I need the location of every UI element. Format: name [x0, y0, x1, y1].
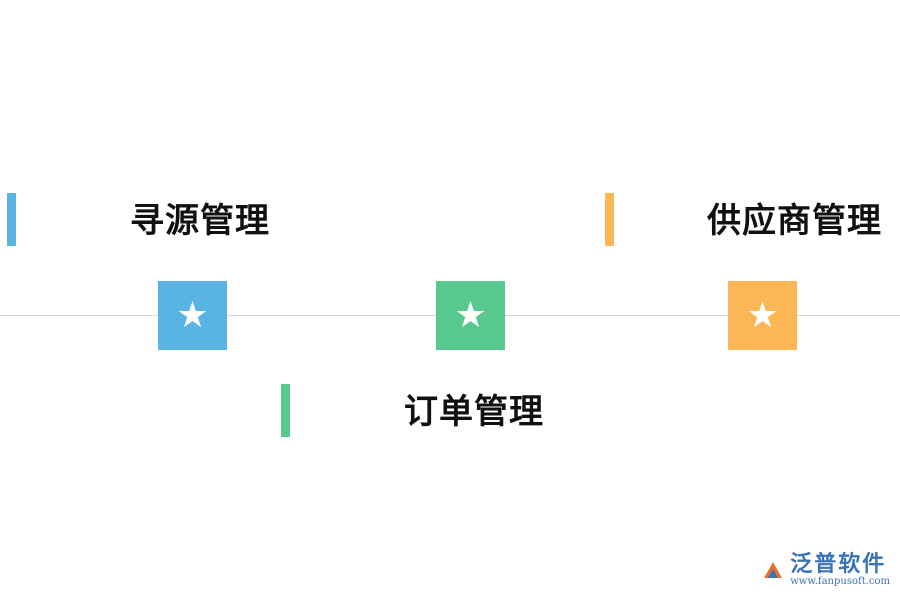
label-sourcing: 寻源管理 — [130, 201, 270, 241]
watermark-name: 泛普软件 — [790, 552, 887, 577]
accent-bar-supplier — [605, 193, 614, 246]
watermark: 泛普软件 www.fanpusoft.com — [760, 554, 890, 588]
accent-bar-sourcing — [7, 193, 16, 246]
star-icon: ★ — [454, 294, 487, 336]
star-box-order: ★ — [436, 281, 505, 350]
watermark-url: www.fanpusoft.com — [790, 576, 890, 587]
fanpu-logo-icon — [764, 562, 783, 578]
star-box-supplier: ★ — [728, 281, 797, 350]
star-icon: ★ — [176, 294, 209, 336]
accent-bar-order — [281, 384, 290, 437]
star-icon: ★ — [746, 294, 779, 336]
star-box-sourcing: ★ — [158, 281, 227, 350]
label-order: 订单管理 — [404, 392, 544, 432]
label-supplier: 供应商管理 — [707, 201, 882, 241]
